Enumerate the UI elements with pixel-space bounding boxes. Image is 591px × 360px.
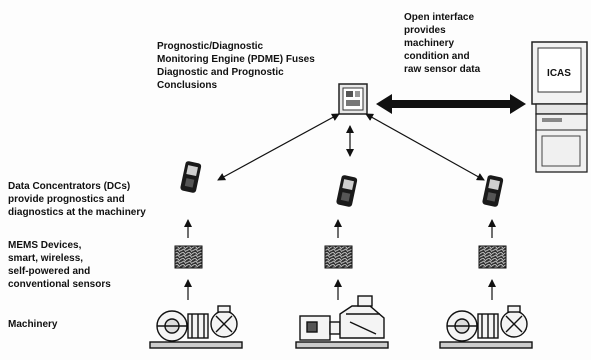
mems-sensor-icon: [324, 245, 353, 269]
open-interface-arrow: [376, 94, 526, 114]
pdme-unit-icon: [338, 83, 368, 115]
mems-sensor-icon: [478, 245, 507, 269]
handheld-concentrator-icon: [482, 175, 504, 207]
arrow-pdme-dc-right: [365, 113, 485, 181]
handheld-concentrator-icon: [336, 175, 358, 207]
mems-sensor-icon: [174, 245, 203, 269]
pdme-label: Prognostic/Diagnostic Monitoring Engine …: [157, 41, 315, 91]
data-concentrators-label: Data Concentrators (DCs) provide prognos…: [8, 181, 146, 218]
motor-pump-icon: [439, 305, 533, 349]
icas-label: ICAS: [547, 68, 571, 79]
icas-workstation-icon: [531, 41, 588, 173]
machinery-label: Machinery: [8, 319, 58, 330]
handheld-concentrator-icon: [180, 161, 202, 193]
motor-pump-icon: [149, 305, 243, 349]
mems-label: MEMS Devices, smart, wireless, self-powe…: [8, 240, 111, 290]
arrow-pdme-dc-left: [217, 113, 340, 181]
open-interface-label: Open interface provides machinery condit…: [404, 12, 481, 75]
motor-pump-icon: [295, 295, 389, 349]
